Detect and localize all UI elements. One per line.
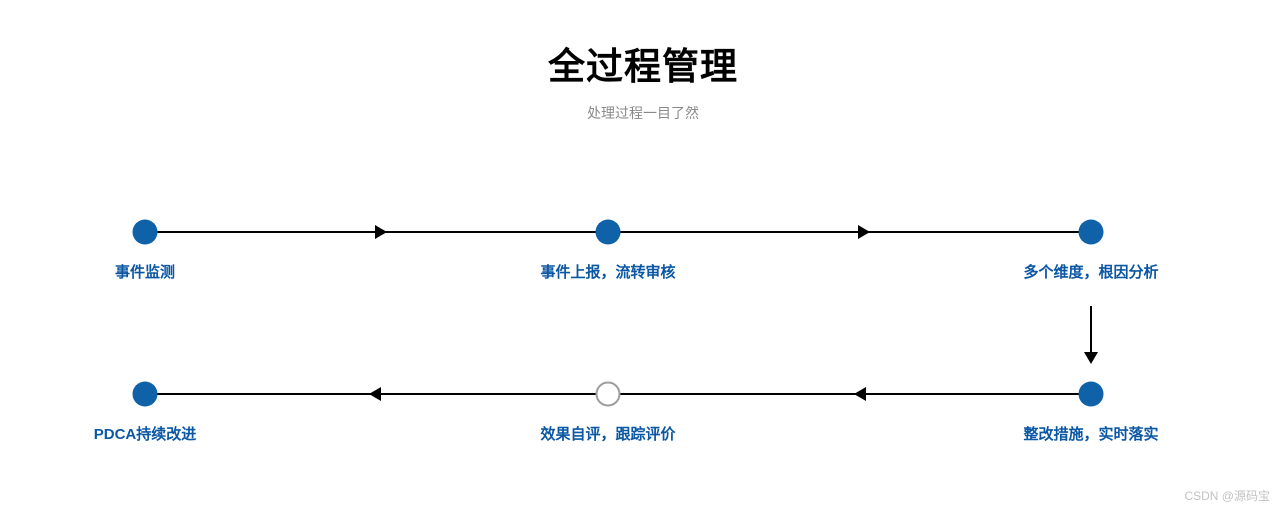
arrow-right-icon <box>858 225 870 239</box>
arrow-down-icon <box>1084 352 1098 364</box>
vertical-connector-line <box>1090 306 1092 354</box>
arrow-right-icon <box>375 225 387 239</box>
flow-node-label: 效果自评，跟踪评价 <box>540 426 676 443</box>
flow-node-label: 事件监测 <box>114 264 176 281</box>
page-title: 全过程管理 <box>548 46 738 87</box>
flow-node-label: 事件上报，流转审核 <box>540 264 676 281</box>
watermark: CSDN @源码宝 <box>1184 489 1270 503</box>
flow-node-root-cause-analysis[interactable] <box>1078 219 1104 245</box>
flow-node-label: PDCA持续改进 <box>93 426 197 443</box>
flow-node-corrective-measures[interactable] <box>1078 381 1104 407</box>
flow-node-event-report-review[interactable] <box>595 219 621 245</box>
flow-node-event-monitoring[interactable] <box>132 219 158 245</box>
arrow-left-icon <box>854 387 866 401</box>
arrow-left-icon <box>369 387 381 401</box>
flow-node-effect-evaluation[interactable] <box>595 381 621 407</box>
header: 全过程管理 处理过程一目了然 <box>0 44 1286 124</box>
flow-node-label: 整改措施，实时落实 <box>1023 426 1159 443</box>
flow-node-pdca-improvement[interactable] <box>132 381 158 407</box>
flow-node-label: 多个维度，根因分析 <box>1023 264 1159 281</box>
page-subtitle: 处理过程一目了然 <box>587 105 699 121</box>
